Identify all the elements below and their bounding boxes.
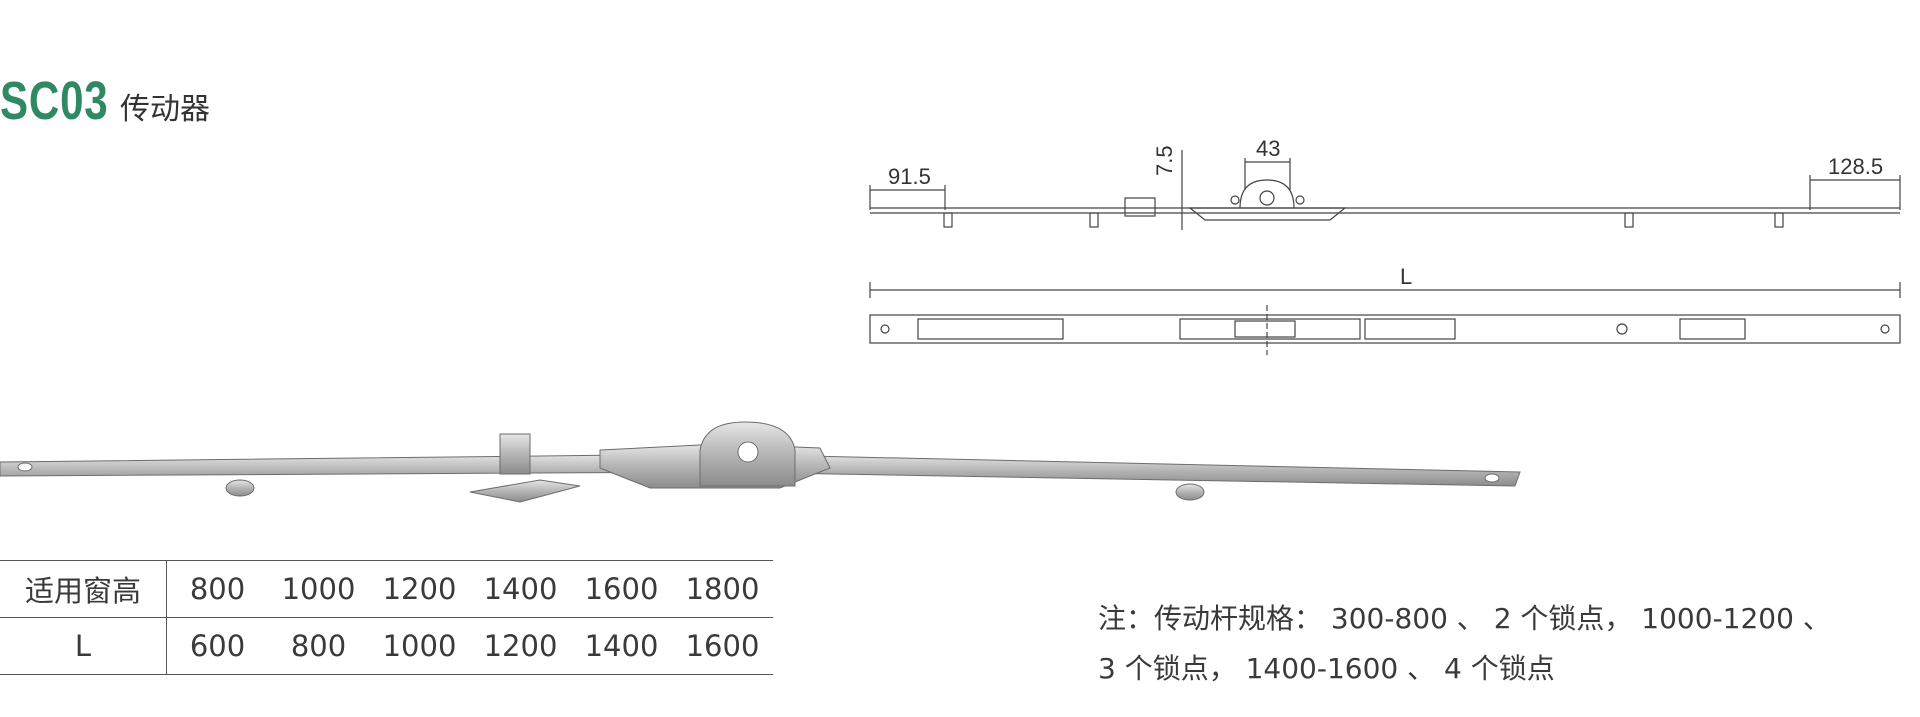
spec-row-height: 适用窗高 800 1000 1200 1400 1600 1800 xyxy=(0,560,773,618)
spec-table: 适用窗高 800 1000 1200 1400 1600 1800 L 600 … xyxy=(0,560,773,675)
spec-cell: 1200 xyxy=(470,617,571,675)
side-foot-2 xyxy=(1089,212,1099,228)
spec-note: 注：传动杆规格： 300-800 、 2 个锁点， 1000-1200 、 3 … xyxy=(1098,594,1898,694)
photo-foot-left xyxy=(225,479,255,497)
side-lock-block xyxy=(1124,197,1156,217)
top-view-hole-right xyxy=(1880,324,1890,334)
spec-row-length: L 600 800 1000 1200 1400 1600 xyxy=(0,617,773,675)
top-view-hole-mid xyxy=(1616,323,1628,335)
spec-cell: 1600 xyxy=(571,560,672,618)
side-hub-pin-right xyxy=(1295,195,1305,205)
side-foot-left xyxy=(943,212,953,228)
side-hub-pin-left xyxy=(1230,195,1240,205)
top-view-hole-left xyxy=(880,324,890,334)
dim-label-offset: 7.5 xyxy=(1152,145,1177,176)
side-hub xyxy=(1239,179,1295,209)
dim-label-right: 128.5 xyxy=(1828,154,1883,179)
photo-hole-right xyxy=(1484,473,1500,483)
spec-cell: 1000 xyxy=(268,560,369,618)
spec-cell: 1000 xyxy=(369,617,470,675)
side-housing xyxy=(1188,207,1347,221)
spec-cell: 1800 xyxy=(672,560,773,618)
photo-foot-right xyxy=(1175,483,1205,501)
top-view-bar xyxy=(869,314,1901,344)
product-code: SC03 xyxy=(0,71,109,131)
side-foot-right xyxy=(1774,212,1784,228)
spec-cell: 1600 xyxy=(672,617,773,675)
photo-lever xyxy=(469,479,581,503)
spec-cell: 1400 xyxy=(571,617,672,675)
photo-hub-hole xyxy=(737,441,759,463)
side-hub-hole xyxy=(1259,190,1275,206)
dim-label-length: L xyxy=(1400,264,1412,289)
note-line-1: 注：传动杆规格： 300-800 、 2 个锁点， 1000-1200 、 xyxy=(1098,602,1831,635)
spec-cell: 1400 xyxy=(470,560,571,618)
spec-cell: 800 xyxy=(268,617,369,675)
spec-cell: 600 xyxy=(166,617,268,675)
photo-hole-left xyxy=(17,462,33,472)
note-line-2: 3 个锁点， 1400-1600 、 4 个锁点 xyxy=(1098,652,1555,685)
dim-label-center: 43 xyxy=(1256,136,1280,161)
spec-header-length: L xyxy=(0,617,167,675)
spec-cell: 1200 xyxy=(369,560,470,618)
dim-label-left: 91.5 xyxy=(888,164,931,189)
top-view-slot-1 xyxy=(917,318,1064,340)
technical-drawing: 91.5 43 128.5 L 7.5 xyxy=(869,136,1901,355)
spec-cell: 800 xyxy=(166,560,268,618)
product-header: SC03 传动器 xyxy=(0,70,210,132)
top-view-housing xyxy=(1179,318,1361,340)
top-view-slot-3 xyxy=(1679,318,1746,340)
product-photo xyxy=(0,421,1521,503)
top-view-slot-2 xyxy=(1364,318,1456,340)
top-view-hub xyxy=(1234,320,1296,338)
photo-lock-block xyxy=(499,433,531,475)
spec-header-height: 适用窗高 xyxy=(0,560,167,618)
product-name: 传动器 xyxy=(120,92,210,127)
side-foot-3 xyxy=(1624,212,1634,228)
